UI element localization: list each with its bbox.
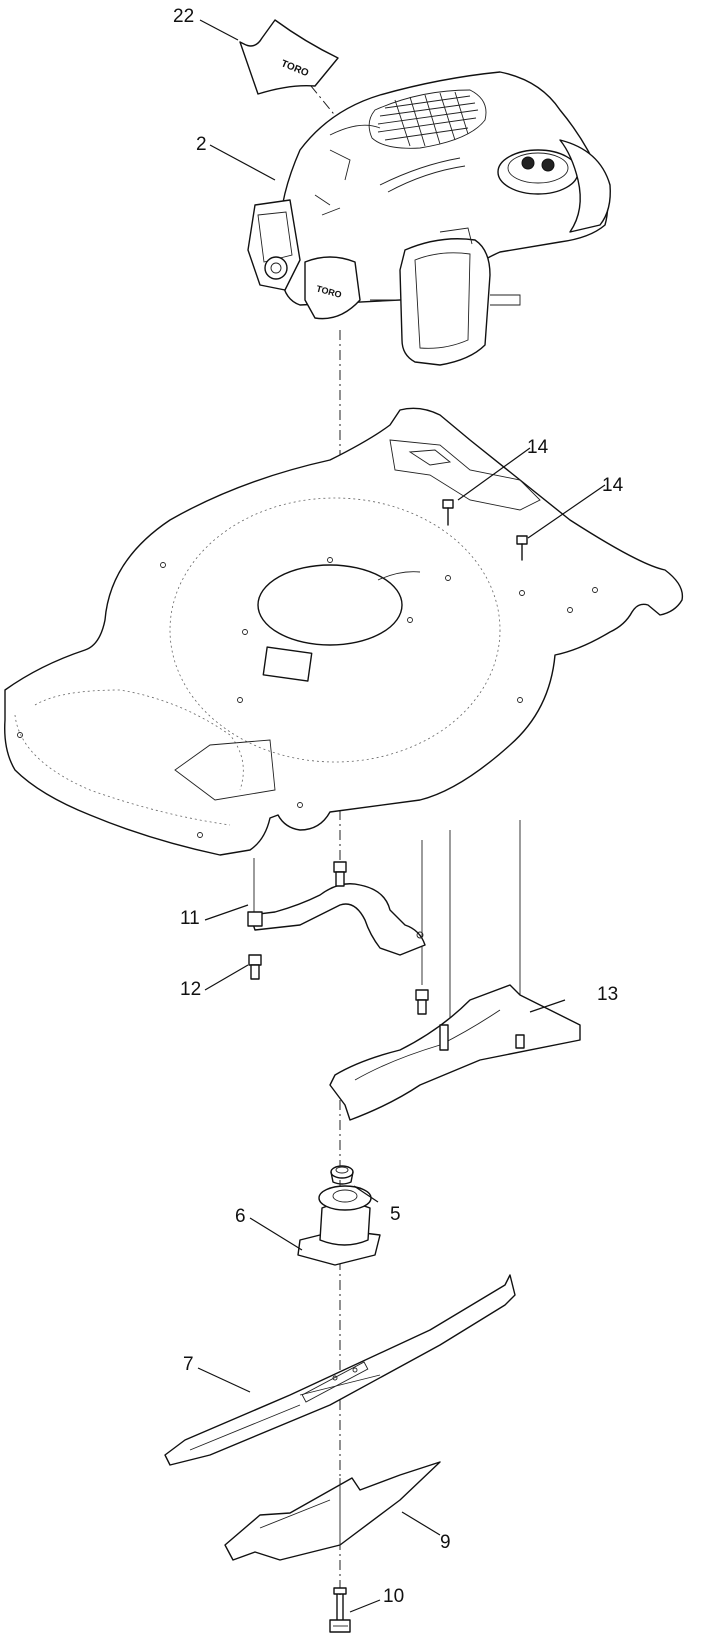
part-9-blade: [224, 1461, 441, 1561]
part-7-blade: [164, 1274, 516, 1466]
mower-deck: [4, 407, 684, 856]
engine-grille-mesh: [377, 91, 479, 147]
callout-10: 10: [383, 1586, 404, 1607]
part-22-decal: TORO: [239, 19, 339, 95]
callout-13: 13: [597, 984, 618, 1005]
part-12-bolts: [248, 861, 429, 1015]
callout-2: 2: [196, 134, 207, 155]
callout-11: 11: [180, 908, 200, 929]
part-14-screw-a: [442, 499, 454, 526]
leader-lines: [197, 19, 606, 1613]
part-11-brace: [247, 883, 426, 956]
callout-9: 9: [440, 1532, 451, 1553]
callout-5: 5: [390, 1204, 401, 1225]
part-13-baffle: [329, 984, 581, 1121]
callout-14-b: 14: [602, 475, 624, 496]
part-10-bolt: [329, 1587, 351, 1633]
callout-7: 7: [183, 1354, 194, 1375]
callout-22: 22: [173, 6, 194, 27]
part-5-nut: [330, 1165, 354, 1185]
callout-12: 12: [180, 979, 201, 1000]
callout-14-a: 14: [527, 437, 549, 458]
part-2-engine: TORO: [247, 71, 611, 366]
part-6-adapter: [297, 1185, 381, 1266]
callout-6: 6: [235, 1206, 246, 1227]
part-14-screw-b: [516, 535, 528, 561]
fuel-cap: [497, 149, 579, 195]
